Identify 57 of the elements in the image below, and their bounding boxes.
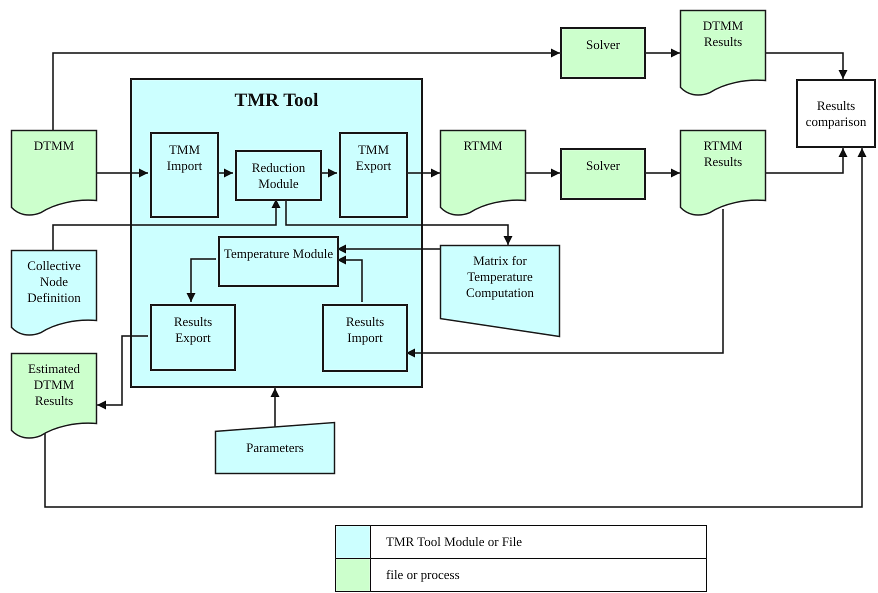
data-file-shape xyxy=(440,245,560,337)
arrow xyxy=(270,388,280,427)
arrow xyxy=(766,148,848,174)
document-shape xyxy=(11,130,97,216)
node-label: DTMM Results xyxy=(702,18,744,50)
process-box xyxy=(235,150,322,201)
manual-input-shape xyxy=(215,422,335,474)
arrow xyxy=(97,168,148,178)
arrow xyxy=(646,168,680,178)
arrow xyxy=(406,209,724,358)
node-label: Reduction Module xyxy=(250,160,306,192)
node-label: Matrix for Temperature Computation xyxy=(465,253,535,301)
process-box xyxy=(150,304,236,371)
arrow xyxy=(52,48,560,130)
node-label: Collective Node Definition xyxy=(26,258,82,306)
document-shape xyxy=(680,130,766,216)
node-label: TMM Export xyxy=(354,142,392,174)
arrow xyxy=(406,168,440,178)
process-box xyxy=(560,27,646,79)
process-box xyxy=(322,304,408,372)
arrow xyxy=(646,48,680,58)
arrow xyxy=(217,168,233,178)
node-label: Solver xyxy=(586,37,620,53)
arrow xyxy=(97,335,148,410)
document-shape xyxy=(680,10,766,96)
arrow xyxy=(52,199,280,250)
node-label: Temperature Module xyxy=(224,246,334,262)
process-box xyxy=(218,236,339,287)
arrow xyxy=(337,244,440,254)
node-label: RTMM xyxy=(464,138,502,154)
node-label: DTMM xyxy=(34,138,74,154)
node-label: RTMM Results xyxy=(702,138,744,170)
arrow xyxy=(526,168,560,178)
legend-text: TMR Tool Module or File xyxy=(385,534,522,550)
node-label: Results Import xyxy=(344,314,386,346)
arrow xyxy=(186,258,216,302)
container-title: TMR Tool xyxy=(234,90,318,112)
arrow xyxy=(44,148,866,508)
arrow xyxy=(285,199,512,245)
process-box xyxy=(150,132,219,218)
node-label: Results comparison xyxy=(804,98,868,130)
arrow xyxy=(766,52,848,79)
arrow xyxy=(320,168,337,178)
process-box xyxy=(339,132,408,218)
node-label: Estimated DTMM Results xyxy=(27,361,81,409)
node-label: Parameters xyxy=(246,440,304,456)
document-shape xyxy=(11,250,97,336)
document-shape xyxy=(440,130,526,216)
process-box xyxy=(560,148,646,200)
document-shape xyxy=(11,353,97,439)
node-label: Solver xyxy=(586,158,620,174)
arrow xyxy=(337,256,363,302)
process-box xyxy=(796,79,876,148)
tool-container xyxy=(130,78,423,388)
node-label: TMM Import xyxy=(166,142,204,174)
legend-text: file or process xyxy=(385,567,460,583)
node-label: Results Export xyxy=(172,314,214,346)
